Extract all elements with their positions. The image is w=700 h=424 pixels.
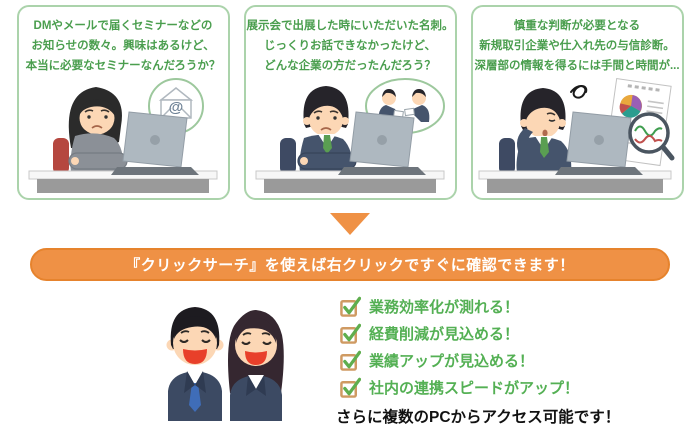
clicksearch-banner: 『クリックサーチ』を使えば右クリックですぐに確認できます！ bbox=[30, 248, 670, 281]
multi-pc-note: さらに複数のPCからアクセス可能です！ bbox=[336, 409, 621, 424]
laptop bbox=[554, 111, 643, 175]
problem-text: 展示会で出展した時にいただいた名刺。 じっくりお話できなかったけど、 どんな企業… bbox=[247, 16, 454, 76]
pie-chart bbox=[619, 94, 642, 118]
benefit-label: 業務効率化が測れる！ bbox=[369, 298, 520, 316]
checkbox-check-icon bbox=[340, 296, 361, 317]
problem-line: 慎重な判断が必要となる bbox=[513, 20, 641, 32]
problem-line: DMやメールで届くセミナーなどの bbox=[33, 20, 213, 32]
worried-woman bbox=[67, 87, 128, 172]
problem-line: 新規取引企業や仕入れ先の与信診断。 bbox=[479, 40, 675, 52]
benefit-item: 業務効率化が測れる！ bbox=[340, 295, 620, 317]
benefit-item: 業績アップが見込める！ bbox=[340, 349, 620, 371]
solution-section: 業務効率化が測れる！ 経費削減が見込める！ 業績アップが見込める！ 社内の連携ス… bbox=[0, 293, 700, 424]
smiling-woman bbox=[228, 310, 284, 421]
transition-arrow-wrap bbox=[0, 213, 700, 235]
chair bbox=[498, 138, 515, 174]
problem-line: どんな企業の方だったんだろう？ bbox=[264, 60, 436, 72]
problem-text: 慎重な判断が必要となる 新規取引企業や仕入れ先の与信診断。 深層部の情報を得るに… bbox=[474, 16, 679, 76]
smiling-business-people-illustration bbox=[166, 307, 284, 421]
benefit-label: 経費削減が見込める！ bbox=[369, 325, 520, 343]
checkbox-check-icon bbox=[340, 323, 361, 344]
worried-woman-laptop-illustration: @ bbox=[28, 78, 217, 193]
benefit-label: 社内の連携スピードがアップ！ bbox=[369, 379, 580, 397]
benefits-list: 業務効率化が測れる！ 経費削減が見込める！ 業績アップが見込める！ 社内の連携ス… bbox=[336, 293, 620, 424]
problem-box-credit-check: 慎重な判断が必要となる 新規取引企業や仕入れ先の与信診断。 深層部の情報を得るに… bbox=[470, 5, 684, 200]
problem-boxes-row: DMやメールで届くセミナーなどの お知らせの数々。興味はあるけど、 本当に必要な… bbox=[0, 0, 700, 200]
problem-text: DMやメールで届くセミナーなどの お知らせの数々。興味はあるけど、 本当に必要な… bbox=[26, 16, 221, 76]
benefit-item: 経費削減が見込める！ bbox=[340, 322, 620, 344]
down-arrow-icon bbox=[330, 213, 370, 235]
problem-box-business-card: 展示会で出展した時にいただいた名刺。 じっくりお話できなかったけど、 どんな企業… bbox=[243, 5, 457, 200]
smiling-man bbox=[166, 307, 224, 421]
checkbox-check-icon bbox=[340, 377, 361, 398]
problem-box-dm-seminar: DMやメールで届くセミナーなどの お知らせの数々。興味はあるけど、 本当に必要な… bbox=[16, 5, 230, 200]
benefit-item: 社内の連携スピードがアップ！ bbox=[340, 376, 620, 398]
problem-line: じっくりお話できなかったけど、 bbox=[264, 40, 436, 52]
tired-man-laptop-illustration bbox=[478, 78, 674, 193]
benefit-label: 業績アップが見込める！ bbox=[369, 352, 535, 370]
banner-text: 『クリックサーチ』を使えば右クリックですぐに確認できます！ bbox=[125, 257, 575, 274]
magnifier-icon bbox=[627, 112, 674, 161]
problem-line: 展示会で出展した時にいただいた名刺。 bbox=[246, 20, 454, 32]
laptop bbox=[337, 111, 426, 175]
chair bbox=[52, 138, 69, 174]
problem-line: 本当に必要なセミナーなんだろうか？ bbox=[25, 60, 221, 72]
worried-man-laptop-illustration bbox=[255, 78, 445, 193]
laptop bbox=[110, 111, 199, 175]
chair bbox=[279, 138, 296, 174]
checkbox-check-icon bbox=[340, 350, 361, 371]
tired-man bbox=[516, 88, 571, 172]
at-symbol: @ bbox=[168, 99, 183, 116]
problem-line: お知らせの数々。興味はあるけど、 bbox=[31, 40, 215, 52]
worried-man bbox=[296, 86, 357, 172]
frustration-squiggle bbox=[569, 85, 587, 99]
problem-line: 深層部の情報を得るには手間と時間が... bbox=[474, 60, 680, 72]
